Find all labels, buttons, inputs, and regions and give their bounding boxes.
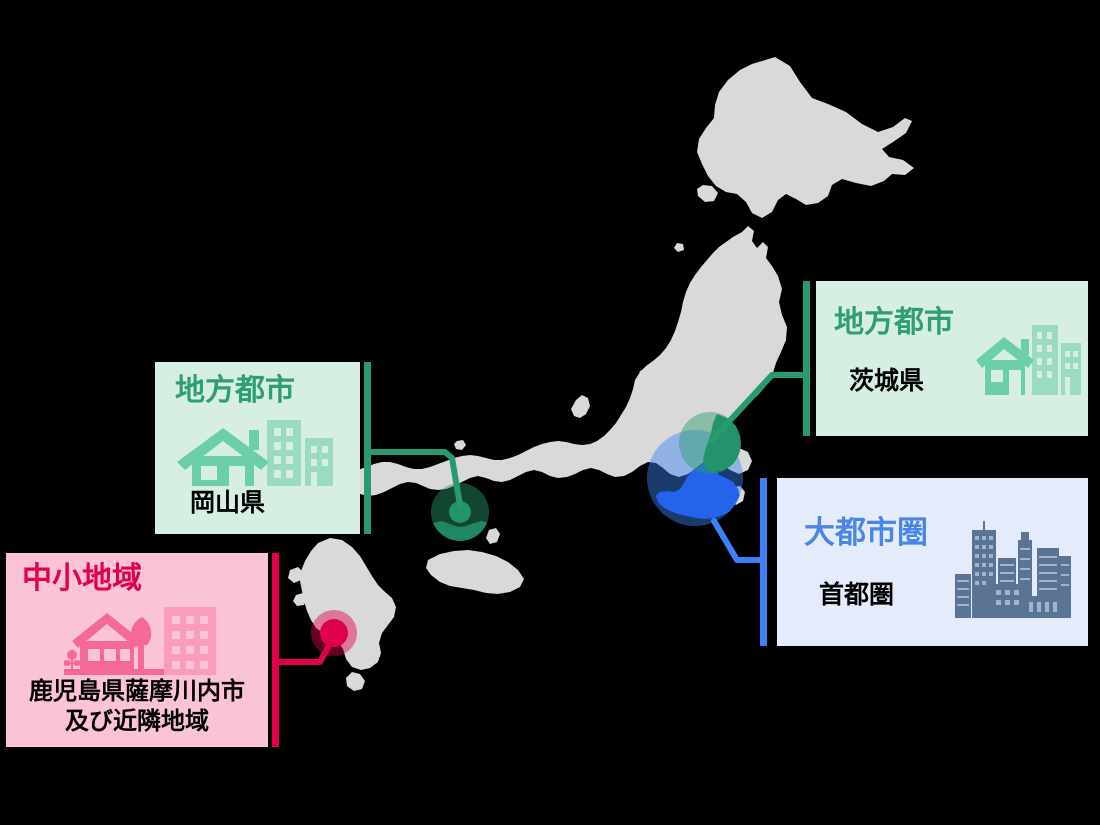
callout-kagoshima-accent-bar xyxy=(272,553,279,747)
house-and-buildings-icon xyxy=(976,323,1081,395)
leader-line-kagoshima xyxy=(273,635,336,665)
callout-ibaraki-title: 地方都市 xyxy=(834,305,954,340)
marker-ibaraki-region xyxy=(703,414,741,472)
callout-okayama-sub: 岡山県 xyxy=(190,488,266,517)
callout-kagoshima-title: 中小地域 xyxy=(22,561,142,596)
marker-okayama-region xyxy=(431,521,489,541)
callout-ibaraki-accent-bar xyxy=(803,281,810,436)
goto-islets-shape xyxy=(293,593,307,606)
hokkaido-shape xyxy=(697,57,914,218)
noto-peninsula-shape xyxy=(571,395,590,418)
callout-okayama-accent-bar xyxy=(364,362,371,534)
kyushu-west-islets-shape xyxy=(288,567,303,583)
tsugaru-islet-shape xyxy=(697,185,718,202)
callout-okayama-title: 地方都市 xyxy=(175,373,295,408)
callout-ibaraki-sub: 茨城県 xyxy=(849,366,925,395)
callout-kagoshima-sub-line2: 及び近隣地域 xyxy=(65,707,209,736)
leader-line-ibaraki xyxy=(709,372,809,443)
house-and-buildings-icon xyxy=(175,414,335,486)
honshu-shape xyxy=(309,226,787,496)
callout-kagoshima-sub-line1: 鹿児島県薩摩川内市 xyxy=(29,677,245,705)
city-skyline-icon xyxy=(955,518,1073,618)
callout-kagoshima-sub: 鹿児島県薩摩川内市 及び近隣地域 xyxy=(6,676,268,736)
leader-lines xyxy=(273,372,809,665)
callout-shutoken-title: 大都市圏 xyxy=(804,515,928,551)
awaji-island-shape xyxy=(486,528,500,544)
callout-shutoken[interactable]: 大都市圏 首都圏 xyxy=(777,478,1088,646)
callout-shutoken-accent-bar xyxy=(760,478,767,646)
callout-shutoken-sub: 首都圏 xyxy=(819,580,895,609)
callout-ibaraki[interactable]: 地方都市 茨城県 xyxy=(816,281,1088,436)
shikoku-shape xyxy=(426,550,524,594)
kyushu-south-tip-shape xyxy=(346,672,365,691)
marker-kagoshima-dot xyxy=(320,619,348,647)
house-tree-apartment-icon xyxy=(63,603,216,675)
japan-landmass xyxy=(288,57,914,691)
callout-okayama[interactable]: 地方都市 岡山県 xyxy=(155,362,360,534)
kyushu-shape xyxy=(300,538,396,670)
sado-island-shape xyxy=(637,368,654,386)
marker-okayama-dot xyxy=(449,501,471,523)
marker-shutoken-region xyxy=(656,461,740,519)
leader-line-shutoken xyxy=(711,518,766,563)
callout-kagoshima[interactable]: 中小地域 xyxy=(6,553,268,747)
leader-line-okayama xyxy=(365,449,463,508)
okushiri-islet-shape xyxy=(674,243,684,252)
oki-islands-shape xyxy=(454,440,466,450)
